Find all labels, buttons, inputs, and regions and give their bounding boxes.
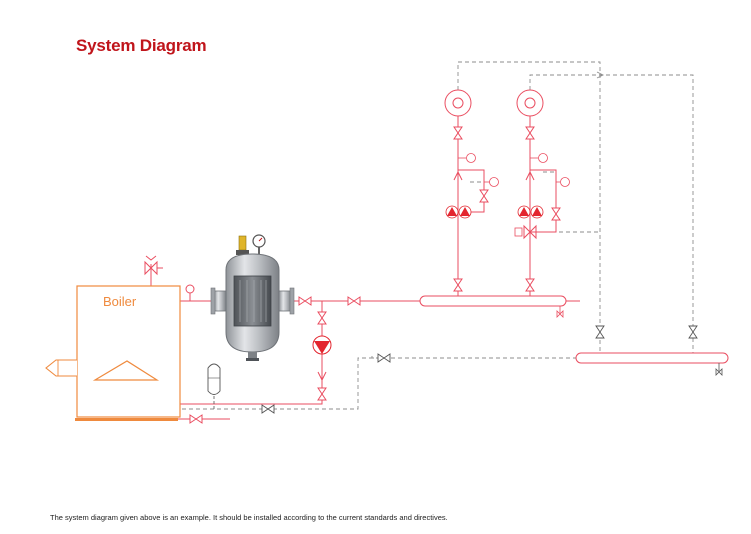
valve-icon (525, 278, 535, 292)
boiler-icon: Boiler (45, 285, 181, 421)
pump-icon (517, 205, 544, 219)
pump-icon (445, 205, 472, 219)
footnote: The system diagram given above is an exa… (50, 513, 448, 522)
valve-icon (317, 387, 327, 401)
collector-icon (575, 352, 729, 376)
valve-icon (551, 207, 561, 221)
valve-icon (595, 325, 605, 339)
valve-icon (479, 189, 489, 203)
thermometer-icon (458, 153, 570, 187)
thermometer-icon (185, 284, 195, 294)
fan-coil-icon (444, 89, 472, 117)
valve-icon (453, 278, 463, 292)
fan-coil-icon (516, 89, 544, 117)
valve-icon (317, 311, 327, 325)
valve-icon (298, 296, 312, 306)
dashed-arrow (596, 71, 605, 79)
expansion-tank-icon (207, 363, 221, 409)
valve-icon (189, 414, 203, 424)
valve-icon (525, 126, 535, 140)
collector-icon (419, 295, 567, 318)
safety-valve-icon (144, 255, 163, 276)
valve-icon (453, 126, 463, 140)
check-valve-icon (317, 371, 327, 382)
separator-vessel-icon (210, 234, 295, 361)
valve-icon (377, 353, 391, 363)
check-valve-icon (453, 170, 535, 196)
valve-icon (261, 404, 275, 414)
valve-icon (347, 296, 361, 306)
pump-icon (312, 335, 332, 355)
page-title: System Diagram (76, 36, 207, 55)
valve-icon (688, 325, 698, 339)
boiler-label: Boiler (103, 294, 137, 309)
three-way-valve-icon (514, 224, 545, 240)
